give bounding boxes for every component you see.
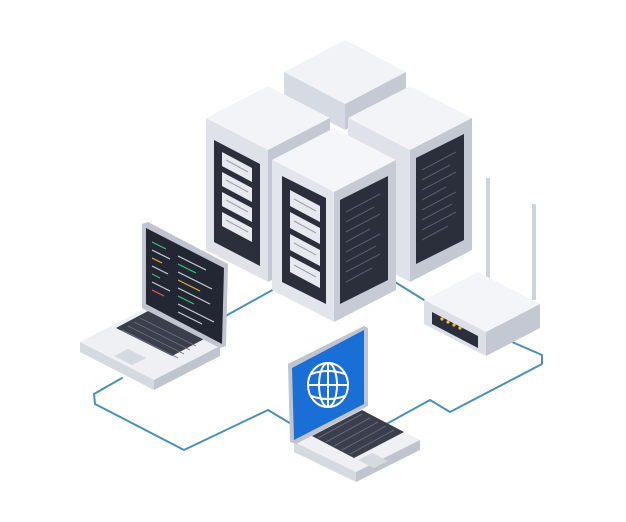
- drive-bays: [222, 152, 252, 242]
- drive-bays: [290, 190, 320, 288]
- cable-server-to-router: [394, 281, 425, 301]
- cable-left-laptop-to-bottom-laptop: [93, 377, 299, 451]
- trackpad: [114, 349, 146, 365]
- rack-panel: [340, 176, 388, 304]
- router: [424, 178, 540, 356]
- cable-bottom-laptop-to-router: [371, 341, 543, 433]
- keyboard: [312, 410, 404, 458]
- code-editor-icon: [151, 241, 215, 325]
- keyboard: [116, 310, 206, 356]
- trackpad: [358, 453, 388, 468]
- laptop-globe: [288, 326, 420, 482]
- laptop-code-editor: [80, 222, 228, 390]
- antenna-right: [532, 204, 536, 300]
- status-leds: [440, 317, 462, 330]
- server-rack-front: [272, 128, 396, 322]
- globe-icon: [307, 362, 349, 408]
- antenna-left: [486, 178, 490, 288]
- server-rack-back: [284, 40, 406, 130]
- router-panel: [432, 312, 478, 348]
